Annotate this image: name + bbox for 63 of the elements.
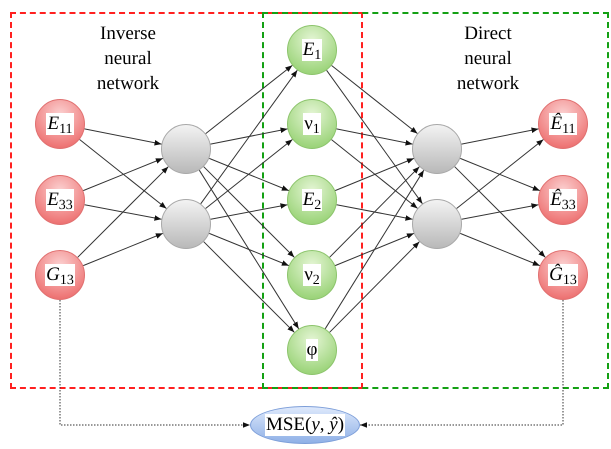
arrow [77, 166, 169, 258]
neuron-circle [412, 199, 462, 249]
arrow [84, 128, 162, 146]
arrow [329, 166, 420, 258]
node-label: E$_{2}$ [302, 189, 322, 211]
arrow [334, 232, 414, 266]
arrow [456, 139, 544, 209]
arrow [82, 232, 164, 266]
dotted-arrow [60, 300, 250, 428]
arrow [210, 128, 288, 145]
node-label: MSE(y, ŷ) [264, 414, 346, 436]
arrow [326, 70, 423, 204]
arrow [203, 241, 295, 333]
node-label: φ [306, 339, 318, 361]
neuron-circle [287, 250, 337, 300]
neuron-circle [287, 175, 337, 225]
node-label: E$_{1}$ [302, 39, 322, 61]
arrow [84, 204, 162, 221]
arrow [336, 204, 413, 221]
node-label: Ê$_{11}$ [549, 113, 577, 135]
arrow [461, 128, 539, 145]
arrow [200, 70, 298, 204]
arrow [460, 158, 540, 192]
arrow [460, 232, 540, 266]
arrow [336, 128, 413, 146]
neuron-circle [287, 99, 337, 149]
neuron-circle [161, 199, 211, 249]
arrow [329, 241, 420, 333]
arrow [205, 139, 293, 209]
node-label: Ê$_{33}$ [549, 189, 577, 211]
node-label: G$_{13}$ [45, 264, 75, 286]
neuron-circle [35, 99, 85, 149]
arrow [79, 139, 167, 209]
arrow [208, 158, 290, 192]
arrow [334, 158, 414, 192]
neuron-circle [35, 250, 85, 300]
node-label: ν$_{1}$ [303, 113, 321, 135]
region-title: Direct neural network [456, 22, 520, 96]
neuron-circle [287, 325, 337, 375]
neuron-circle [538, 175, 588, 225]
node-label: E$_{11}$ [46, 113, 74, 135]
arrow [205, 64, 293, 134]
node-label: E$_{33}$ [46, 189, 74, 211]
arrow [454, 166, 546, 258]
neuron-circle [538, 99, 588, 149]
neuron-circle [287, 25, 337, 75]
node-label: ν$_{2}$ [303, 264, 321, 286]
neuron-circle [35, 175, 85, 225]
arrow [210, 203, 288, 220]
neuron-circle [412, 124, 462, 174]
neuron-circle [538, 250, 588, 300]
arrow [198, 170, 300, 330]
arrow [461, 203, 539, 220]
arrow [203, 166, 295, 258]
neuron-circle [161, 124, 211, 174]
arrow [331, 139, 418, 209]
arrow [324, 170, 424, 330]
arrow [208, 232, 290, 266]
region-title: Inverse neural network [96, 22, 160, 96]
dotted-arrow [360, 300, 564, 428]
arrow [331, 65, 418, 134]
arrow [82, 158, 164, 192]
node-label: Ĝ$_{13}$ [548, 264, 578, 286]
